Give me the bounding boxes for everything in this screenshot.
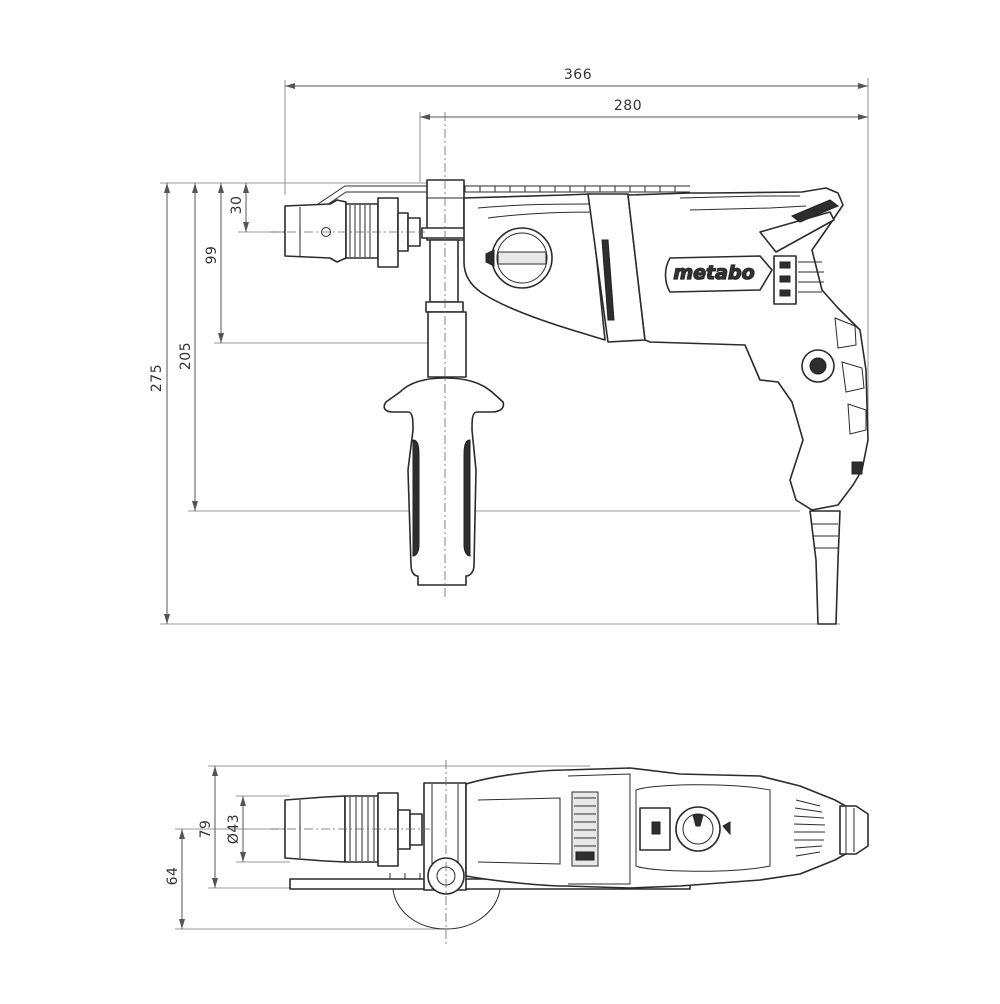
dimension-label-axis-to-handle-collar: 99	[204, 246, 220, 265]
power-cord	[809, 510, 841, 625]
side-extension-lines	[160, 78, 869, 625]
dimension-label-overall-height: 275	[149, 364, 165, 392]
gear-housing	[463, 193, 606, 341]
dimension-axis-to-grip-bottom: 205	[178, 183, 198, 511]
dimension-label-chuck-axis-offset: 30	[229, 196, 245, 215]
top-extension-lines	[175, 765, 590, 930]
brand-logo: metabo	[673, 261, 756, 284]
dimension-axis-to-handle-collar: 99	[204, 183, 224, 343]
dimension-axis-to-depth-stop: 64	[165, 829, 185, 929]
logo-text: metabo	[673, 262, 754, 284]
dimension-label-width: 79	[198, 820, 214, 839]
side-center-lines	[270, 112, 446, 600]
dimension-chuck-diameter: Ø43	[226, 796, 246, 862]
dimension-overall-height: 275	[149, 183, 170, 624]
top-center-lines	[270, 760, 447, 945]
dimension-label-axis-to-grip-bottom: 205	[178, 342, 194, 370]
dimension-label-length-from-handle: 280	[614, 98, 642, 114]
dimension-overall-length: 366	[285, 67, 868, 89]
dimension-width: 79	[198, 766, 218, 888]
top-housing	[465, 767, 869, 889]
side-view: 366 280 275 205 99	[149, 67, 869, 625]
dimension-length-from-handle: 280	[420, 98, 868, 120]
keyless-chuck	[284, 197, 421, 268]
top-view: 79 Ø43 64	[165, 760, 869, 945]
dimension-label-chuck-diameter: Ø43	[226, 814, 242, 844]
top-chuck	[284, 792, 423, 867]
auxiliary-side-handle	[383, 179, 505, 586]
dimension-label-overall-length: 366	[564, 67, 592, 83]
dimension-label-axis-to-depth-stop: 64	[165, 867, 181, 886]
dimension-chuck-axis-offset: 30	[229, 183, 249, 232]
motor-housing	[627, 187, 869, 511]
